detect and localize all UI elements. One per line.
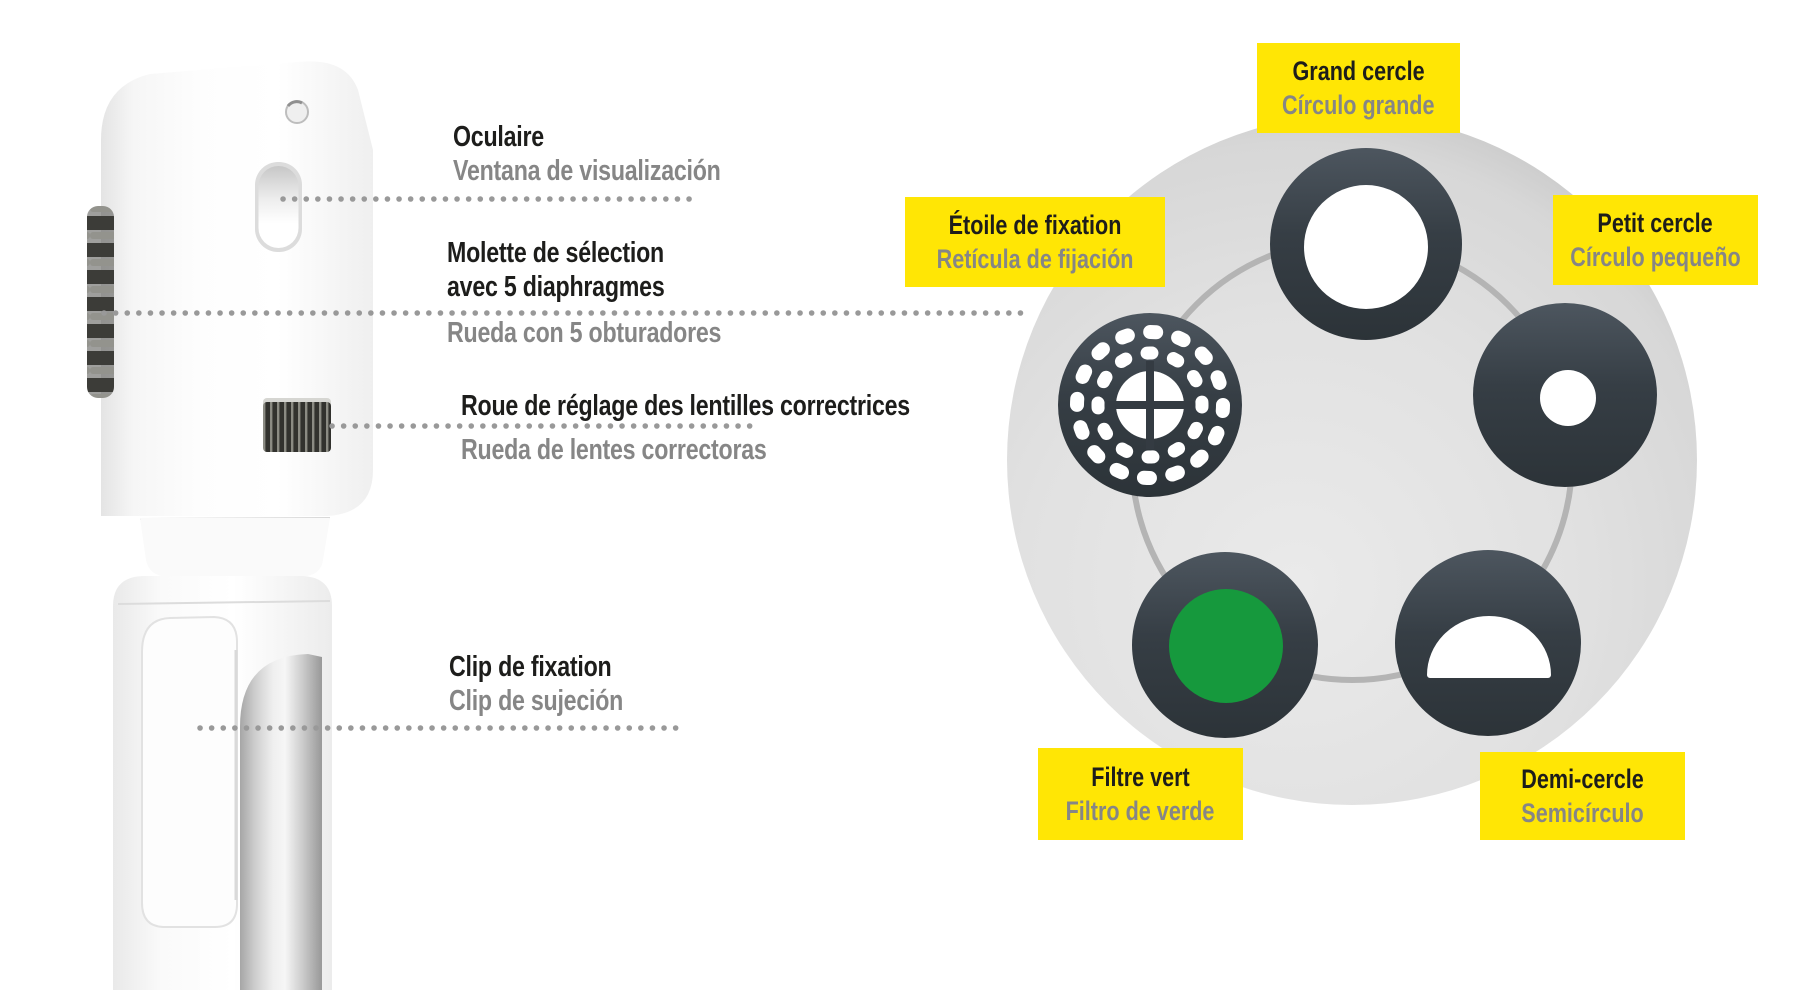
pocket-clip <box>141 615 238 928</box>
callout-lens-wheel-es: Rueda de lentes correctoras <box>461 434 767 466</box>
fixation-star-inner-dash-ring <box>1091 346 1209 464</box>
lens-correction-wheel <box>263 402 331 452</box>
tag-large-circle-fr: Grand cercle <box>1292 56 1425 86</box>
callout-lens-wheel: Roue de réglage des lentilles correctric… <box>461 389 1022 467</box>
eyepiece-window <box>258 166 299 248</box>
aperture-half-circle <box>1395 550 1581 736</box>
tag-half-circle-fr: Demi-cercle <box>1521 764 1644 794</box>
callout-eyepiece-fr: Oculaire <box>453 121 544 153</box>
tag-fixation-star-es: Retícula de fijación <box>936 244 1134 274</box>
ophthalmoscope-photo <box>87 61 373 990</box>
tag-small-circle-es: Círculo pequeño <box>1570 242 1741 272</box>
leader-lines <box>101 196 1033 731</box>
diaphragm-selection-wheel <box>87 206 114 398</box>
aperture-green-filter-lens <box>1169 589 1283 703</box>
aperture-large-circle <box>1270 148 1462 340</box>
aperture-fixation-star <box>1058 313 1242 497</box>
callout-diaphragm-wheel-fr2: avec 5 diaphragmes <box>447 271 665 303</box>
tag-small-circle: Petit cercle Círculo pequeño <box>1553 195 1758 285</box>
aperture-green-filter <box>1132 552 1318 738</box>
callout-eyepiece: Oculaire Ventana de visualización <box>453 120 788 188</box>
device-neck <box>140 518 330 577</box>
head-hole-shadow <box>286 100 303 108</box>
diaphragm-wheel-diagram <box>1007 115 1697 805</box>
callout-eyepiece-es: Ventana de visualización <box>453 155 721 187</box>
aperture-small-circle <box>1473 303 1657 487</box>
callout-diaphragm-wheel: Molette de sélection avec 5 diaphragmes … <box>447 236 790 350</box>
fixation-star-outer-dash-ring <box>1070 325 1230 485</box>
fixation-star-crosshair <box>1106 361 1194 449</box>
callout-diaphragm-wheel-es: Rueda con 5 obturadores <box>447 317 722 349</box>
tag-small-circle-fr: Petit cercle <box>1597 208 1714 238</box>
tag-green-filter-fr: Filtre vert <box>1091 762 1190 792</box>
tag-fixation-star-fr: Étoile de fixation <box>948 210 1122 240</box>
tag-half-circle: Demi-cercle Semicírculo <box>1480 752 1685 840</box>
handle-seam <box>117 600 331 605</box>
tag-large-circle: Grand cercle Círculo grande <box>1257 43 1460 133</box>
callout-diaphragm-wheel-fr1: Molette de sélection <box>447 237 664 269</box>
tag-large-circle-es: Círculo grande <box>1282 90 1435 120</box>
tag-half-circle-es: Semicírculo <box>1521 798 1644 828</box>
callout-clip-es: Clip de sujeción <box>449 685 624 717</box>
tag-green-filter: Filtre vert Filtro de verde <box>1038 748 1243 840</box>
tag-fixation-star: Étoile de fixation Retícula de fijación <box>905 197 1165 287</box>
aperture-large-circle-opening <box>1304 185 1428 309</box>
aperture-small-circle-opening <box>1540 370 1596 426</box>
callout-clip-fr: Clip de fixation <box>449 651 612 683</box>
callout-clip: Clip de fixation Clip de sujeción <box>449 650 667 718</box>
chrome-battery-barrel <box>240 654 322 990</box>
device-head <box>101 61 373 517</box>
callout-lens-wheel-fr: Roue de réglage des lentilles correctric… <box>461 390 910 422</box>
aperture-half-circle-opening <box>1427 616 1551 678</box>
tag-green-filter-es: Filtro de verde <box>1066 796 1215 826</box>
